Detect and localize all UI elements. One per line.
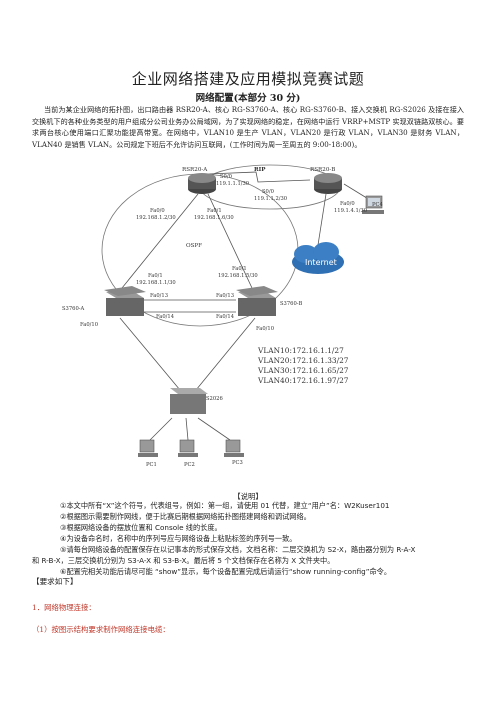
link-pc3 xyxy=(197,417,231,441)
sb-fa01-ip: 192.168.1.5/30 xyxy=(218,273,258,279)
vlan20-label: VLAN20:172.16.1.33/27 xyxy=(257,356,349,365)
ra-fa01-ip: 192.168.1.6/30 xyxy=(194,215,234,221)
ra-fa00-label: Fa0/0 xyxy=(150,208,165,214)
req-1: 1．网络物理连接： xyxy=(32,603,96,612)
req-1-1: （1）按图示结构要求制作网络连接电缆： xyxy=(32,625,170,634)
link-sb-s2026 xyxy=(195,317,256,391)
internet-cloud-icon xyxy=(292,242,344,274)
link-ra-sb xyxy=(207,193,253,289)
internet-label: Internet xyxy=(305,258,337,267)
access-switch-label: S2026 xyxy=(206,396,223,402)
note-5-cont: 和 R-B-X，三层交换机分别为 S3-A-X 和 S3-B-X。最后将 5 个… xyxy=(32,556,335,565)
pc2-label: PC2 xyxy=(184,462,195,468)
s0-b-label: S0/0 xyxy=(262,189,274,195)
note-3: ③根据网络设备的摆放位置和 Console 线的长度。 xyxy=(60,523,222,532)
ra-fa01-label: Fa0/1 xyxy=(207,208,222,214)
notes-title: 【说明】 xyxy=(233,492,263,501)
switch-s3760-b-icon xyxy=(236,286,278,316)
sa-fa13-label: Fa0/13 xyxy=(150,293,168,299)
ospf-label: OSPF xyxy=(186,243,202,249)
ra-fa00-ip: 192.168.1.2/30 xyxy=(136,215,176,221)
rip-label: RIP xyxy=(254,167,266,173)
pc1-label: PC1 xyxy=(146,462,157,468)
vlan10-label: VLAN10:172.16.1.1/27 xyxy=(257,346,344,355)
link-pc1 xyxy=(149,417,173,441)
link-sa-s2026 xyxy=(119,317,181,391)
pc4-icon xyxy=(362,195,384,214)
link-pc2 xyxy=(185,417,189,441)
switch-b-label: S3760-B xyxy=(280,301,303,307)
link-ra-sa xyxy=(121,193,199,289)
sa-fa01-ip: 192.168.1.1/30 xyxy=(136,280,176,286)
pc4-label: PC4 xyxy=(372,202,383,208)
switch-a-label: S3760-A xyxy=(62,306,85,312)
switch-s3760-a-icon xyxy=(104,286,146,316)
intro-paragraph: 当前为某企业网络的拓扑图，出口路由器 RSR20-A、核心 RG-S3760-A… xyxy=(32,105,464,149)
link-rb-pc4 xyxy=(343,183,371,201)
pc3-icon xyxy=(224,439,244,457)
switch-s2026-icon xyxy=(170,388,208,414)
note-4: ④为设备命名时，名称中的序列号应与网络设备上粘贴标签的序列号一致。 xyxy=(60,534,297,543)
vlan40-label: VLAN40:172.16.1.97/27 xyxy=(257,376,349,385)
router-a-icon xyxy=(188,173,216,194)
link-rb-internet xyxy=(317,193,327,246)
note-2: ②根据图示需要制作网线，便于比赛后期根据网络拓扑图搭建网络和调试网络。 xyxy=(60,512,311,521)
s0-b-ip: 119.1.1.2/30 xyxy=(254,196,287,202)
vlan30-label: VLAN30:172.16.1.65/27 xyxy=(257,366,349,375)
note-5: ⑤请每台网络设备的配置保存在以记事本的形式保存文档，文档名称：二层交换机为 S2… xyxy=(60,545,416,554)
sa-fa10-label: Fa0/10 xyxy=(80,322,98,328)
s0-a-label: S0/0 xyxy=(220,174,232,180)
sa-fa01-label: Fa0/1 xyxy=(148,273,163,279)
pc2-icon xyxy=(178,439,198,457)
sa-fa14-label: Fa0/14 xyxy=(156,314,175,320)
sb-fa10-label: Fa0/10 xyxy=(256,326,274,332)
section-heading: 网络配置(本部分 30 分) xyxy=(195,93,301,104)
router-b-icon xyxy=(314,173,342,194)
pc3-label: PC3 xyxy=(232,460,243,466)
rb-fa00-ip: 119.1.4.1/30 xyxy=(334,208,367,214)
requirements-heading: 【要求如下】 xyxy=(32,577,78,586)
router-b-label: RSR20-B xyxy=(310,167,335,173)
rb-fa00-label: Fa0/0 xyxy=(340,201,355,207)
pc1-icon xyxy=(138,439,158,457)
sb-fa14-label: Fa0/14 xyxy=(216,314,235,320)
note-1: ①本文中所有“X”这个符号，代表组号，例如：第一组，请使用 01 代替，建立“用… xyxy=(60,501,390,510)
router-a-label: RSR20-A xyxy=(182,167,208,173)
page-title: 企业网络搭建及应用模拟竞赛试题 xyxy=(131,70,365,88)
note-6: ⑥配置完相关功能后请尽可能 “show”显示，每个设备配置完成后请运行“show… xyxy=(60,567,392,576)
sb-fa01-label: Fa0/1 xyxy=(232,266,247,272)
s0-a-ip: 119.1.1.1/30 xyxy=(216,181,249,187)
serial-link xyxy=(207,171,311,183)
sb-fa13-label: Fa0/13 xyxy=(216,293,234,299)
